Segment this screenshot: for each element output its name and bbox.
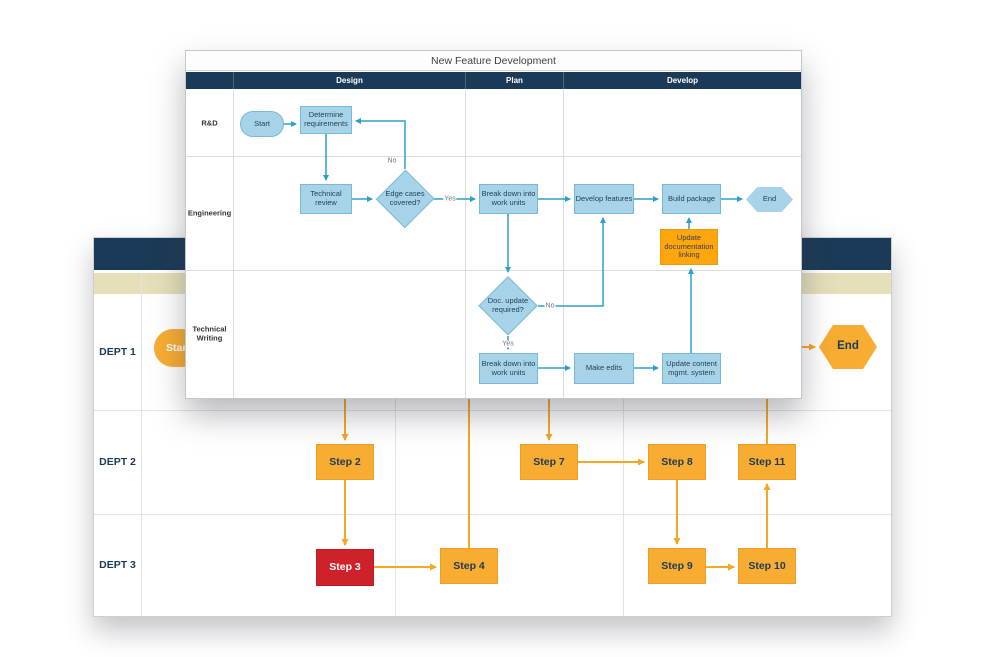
- edge-label-yes: Yes: [501, 340, 515, 348]
- flow-node-step11[interactable]: Step 11: [738, 444, 796, 480]
- lane-label-technical-writing: Technical Writing: [192, 324, 227, 343]
- phase-header-design: Design: [233, 72, 465, 89]
- phase-header-plan: Plan: [465, 72, 563, 89]
- lane-divider: [94, 514, 891, 515]
- flow-node-make-edits[interactable]: Make edits: [574, 353, 634, 384]
- flow-node-edge-cases-covered[interactable]: Edge cases covered?: [376, 169, 434, 229]
- flow-node-step3[interactable]: Step 3: [316, 549, 374, 586]
- flow-node-end[interactable]: End: [746, 187, 793, 212]
- lane-label-rnd: R&D: [201, 118, 218, 128]
- phase-header-spacer: [186, 72, 233, 89]
- lane-label-dept2: DEPT 2: [99, 456, 136, 468]
- flow-node-start[interactable]: Start: [240, 111, 284, 137]
- new-feature-swimlane-diagram: New Feature Development Design Plan Deve…: [185, 50, 802, 399]
- flow-node-step10[interactable]: Step 10: [738, 548, 796, 584]
- edge-label-yes: Yes: [443, 195, 457, 203]
- flow-node-develop-features[interactable]: Develop features: [574, 184, 634, 214]
- flow-node-step2[interactable]: Step 2: [316, 444, 374, 480]
- lane-divider: [94, 410, 891, 411]
- flow-node-build-package[interactable]: Build package: [662, 184, 721, 214]
- flow-node-break-down-work-units-eng[interactable]: Break down into work units: [479, 184, 538, 214]
- lane-label-divider: [141, 273, 142, 616]
- flow-node-step4[interactable]: Step 4: [440, 548, 498, 584]
- column-divider: [623, 294, 624, 616]
- flow-node-technical-review[interactable]: Technical review: [300, 184, 352, 214]
- column-divider: [395, 294, 396, 616]
- lane-label-dept1: DEPT 1: [99, 346, 136, 358]
- edge-label-no: No: [544, 302, 556, 310]
- flow-node-update-documentation-linking[interactable]: Update documentation linking: [660, 229, 718, 265]
- flow-node-determine-requirements[interactable]: Determine requirements: [300, 106, 352, 134]
- phase-header-develop: Develop: [563, 72, 801, 89]
- flow-node-break-down-work-units-tw[interactable]: Break down into work units: [479, 353, 538, 384]
- column-divider: [465, 89, 466, 398]
- lane-divider: [186, 270, 801, 271]
- flow-node-step7[interactable]: Step 7: [520, 444, 578, 480]
- lane-label-dept3: DEPT 3: [99, 559, 136, 571]
- phase-header: Design Plan Develop: [186, 72, 801, 89]
- edge-label-no: No: [386, 157, 398, 165]
- teal-connectors: [284, 118, 743, 371]
- diagram-title: New Feature Development: [186, 51, 801, 71]
- flow-node-doc-update-required[interactable]: Doc. update required?: [478, 276, 538, 336]
- column-divider: [563, 89, 564, 398]
- lane-label-divider: [233, 89, 234, 398]
- flow-node-update-content-mgmt-system[interactable]: Update content mgmt. system: [662, 353, 721, 384]
- lane-divider: [186, 156, 801, 157]
- flow-node-step8[interactable]: Step 8: [648, 444, 706, 480]
- flow-node-step9[interactable]: Step 9: [648, 548, 706, 584]
- flow-node-end[interactable]: End: [819, 325, 877, 369]
- lane-label-engineering: Engineering: [187, 208, 232, 218]
